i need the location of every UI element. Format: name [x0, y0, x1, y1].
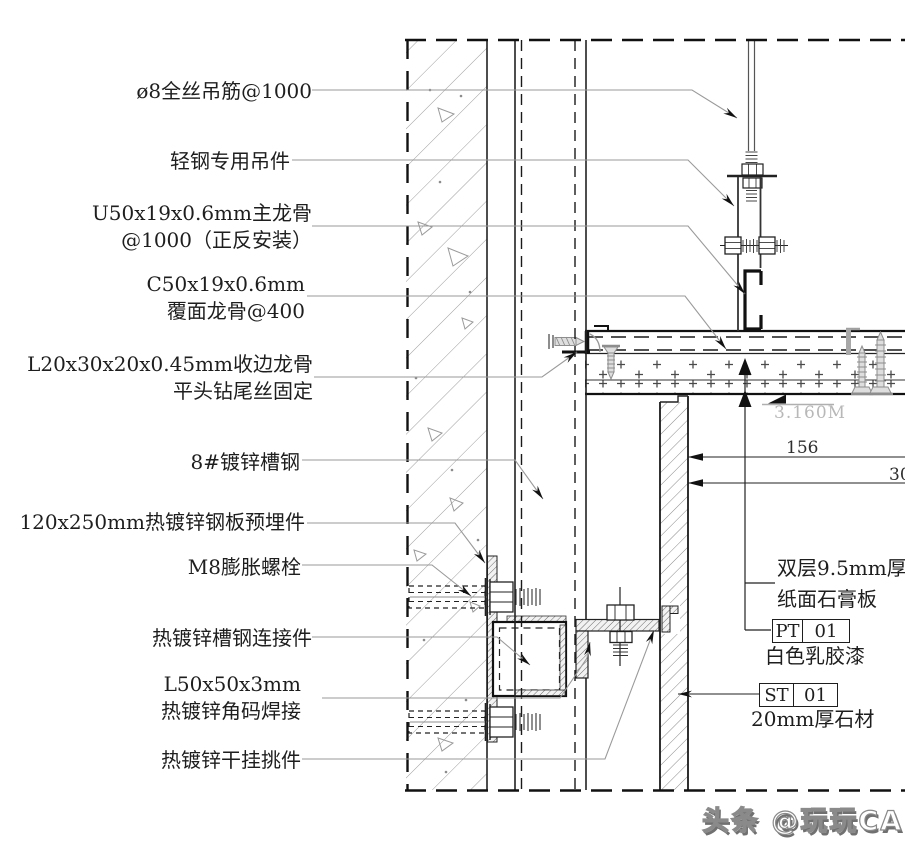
dim-offset-30: 30 — [889, 465, 905, 485]
callout-gypsum-board: 双层9.5mm厚 纸面石膏板 — [777, 556, 905, 611]
stone-panel-wall — [659, 395, 689, 790]
callout-embed-plate: 120x250mm热镀锌钢板预埋件 — [19, 510, 305, 534]
furring-clip — [846, 327, 860, 355]
elevation-marker — [738, 358, 834, 631]
callout-main-runner: U50x19x0.6mm主龙骨@1000（正反安装） — [91, 201, 312, 252]
flathead-screw-horizontal — [548, 334, 586, 349]
label-paint-desc: 白色乳胶漆 — [765, 644, 865, 668]
concrete-dots — [414, 88, 480, 774]
tag-number: 01 — [804, 684, 827, 706]
dimension-lines — [688, 453, 905, 487]
drywall-screw-2 — [869, 330, 893, 396]
label-stone-desc: 20mm厚石材 — [751, 707, 875, 731]
concrete-wall — [406, 40, 488, 790]
paint-finish-tag: PT 01 — [772, 619, 850, 643]
callout-channel-connector: 热镀锌槽钢连接件 — [152, 626, 312, 650]
main-runner-channel — [743, 269, 763, 331]
leader-lines — [292, 89, 759, 760]
tag-code: PT — [773, 620, 803, 642]
anchor-bolt-bottom — [408, 703, 541, 741]
cut-lines — [405, 38, 905, 792]
concrete-aggregate — [413, 107, 481, 752]
drywall-screw-small — [602, 344, 620, 381]
callout-channel-steel: 8#镀锌槽钢 — [190, 450, 300, 474]
callout-hanger-clip: 轻钢专用吊件 — [170, 149, 290, 173]
watermark: 头条 @玩玩CAD — [701, 805, 905, 837]
ceiling-assembly — [548, 325, 905, 396]
callout-stone-hook: 热镀锌干挂挑件 — [161, 748, 301, 772]
stone-finish-tag: ST 01 — [759, 683, 838, 707]
callout-anchor-bolt: M8膨胀螺栓 — [187, 555, 301, 579]
tag-number: 01 — [814, 620, 838, 642]
tag-code: ST — [760, 684, 794, 706]
anchor-bolt-top — [408, 578, 541, 616]
callout-hanger-rod: ø8全丝吊筋@1000 — [136, 79, 312, 103]
hanger-rod-assembly — [720, 40, 788, 331]
stone-hanging-bracket — [575, 587, 679, 679]
channel-connector — [491, 615, 568, 698]
elevation-value: 3.160M — [774, 403, 847, 423]
dim-width-156: 156 — [786, 438, 819, 458]
callout-edge-runner: L20x30x20x0.45mm收边龙骨平头钻尾丝固定 — [27, 352, 313, 403]
